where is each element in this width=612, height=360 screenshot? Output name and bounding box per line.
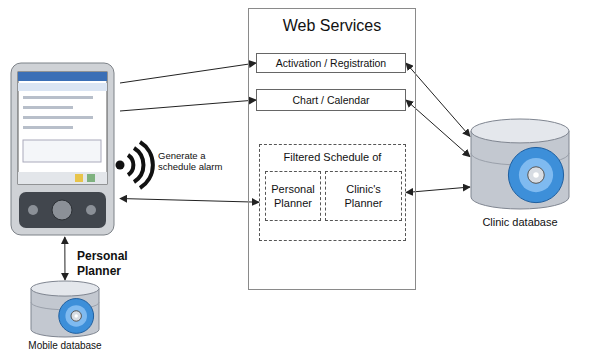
service-name: Chart / Calendar xyxy=(289,93,372,107)
database-illustration xyxy=(30,280,100,338)
mobile-device: Personal Planner xyxy=(5,62,120,237)
planner-name: Clinic's Planner xyxy=(326,180,401,212)
connector-arrow xyxy=(64,237,65,280)
connector-arrow xyxy=(120,63,256,83)
wireless-signal-icon xyxy=(112,140,157,190)
connector-arrow xyxy=(120,199,259,203)
database-cylinder: Mobile database xyxy=(30,280,100,338)
planner-box: Clinic's Planner xyxy=(325,171,402,221)
device-label: Personal Planner xyxy=(77,249,139,279)
planner-box: Personal Planner xyxy=(265,171,321,221)
service-container: Activation / RegistrationChart / Calenda… xyxy=(248,8,416,290)
pda-illustration xyxy=(5,62,120,237)
service-box: Chart / Calendar xyxy=(256,89,406,111)
note-label: Generate a schedule alarm xyxy=(158,150,242,172)
planner-name: Personal Planner xyxy=(266,180,320,212)
container-title: Web Services xyxy=(249,17,415,35)
database-cylinder: Clinic database xyxy=(470,118,570,210)
service-name: Activation / Registration xyxy=(273,56,389,70)
database-label: Clinic database xyxy=(445,216,595,228)
database-label: Mobile database xyxy=(5,340,125,351)
connector-arrow xyxy=(120,100,256,111)
group-title: Filtered Schedule of xyxy=(260,151,405,163)
service-box: Activation / Registration xyxy=(256,53,406,73)
database-illustration xyxy=(470,118,570,210)
schedule-group: Personal PlannerClinic's Planner Filtered… xyxy=(259,144,406,241)
